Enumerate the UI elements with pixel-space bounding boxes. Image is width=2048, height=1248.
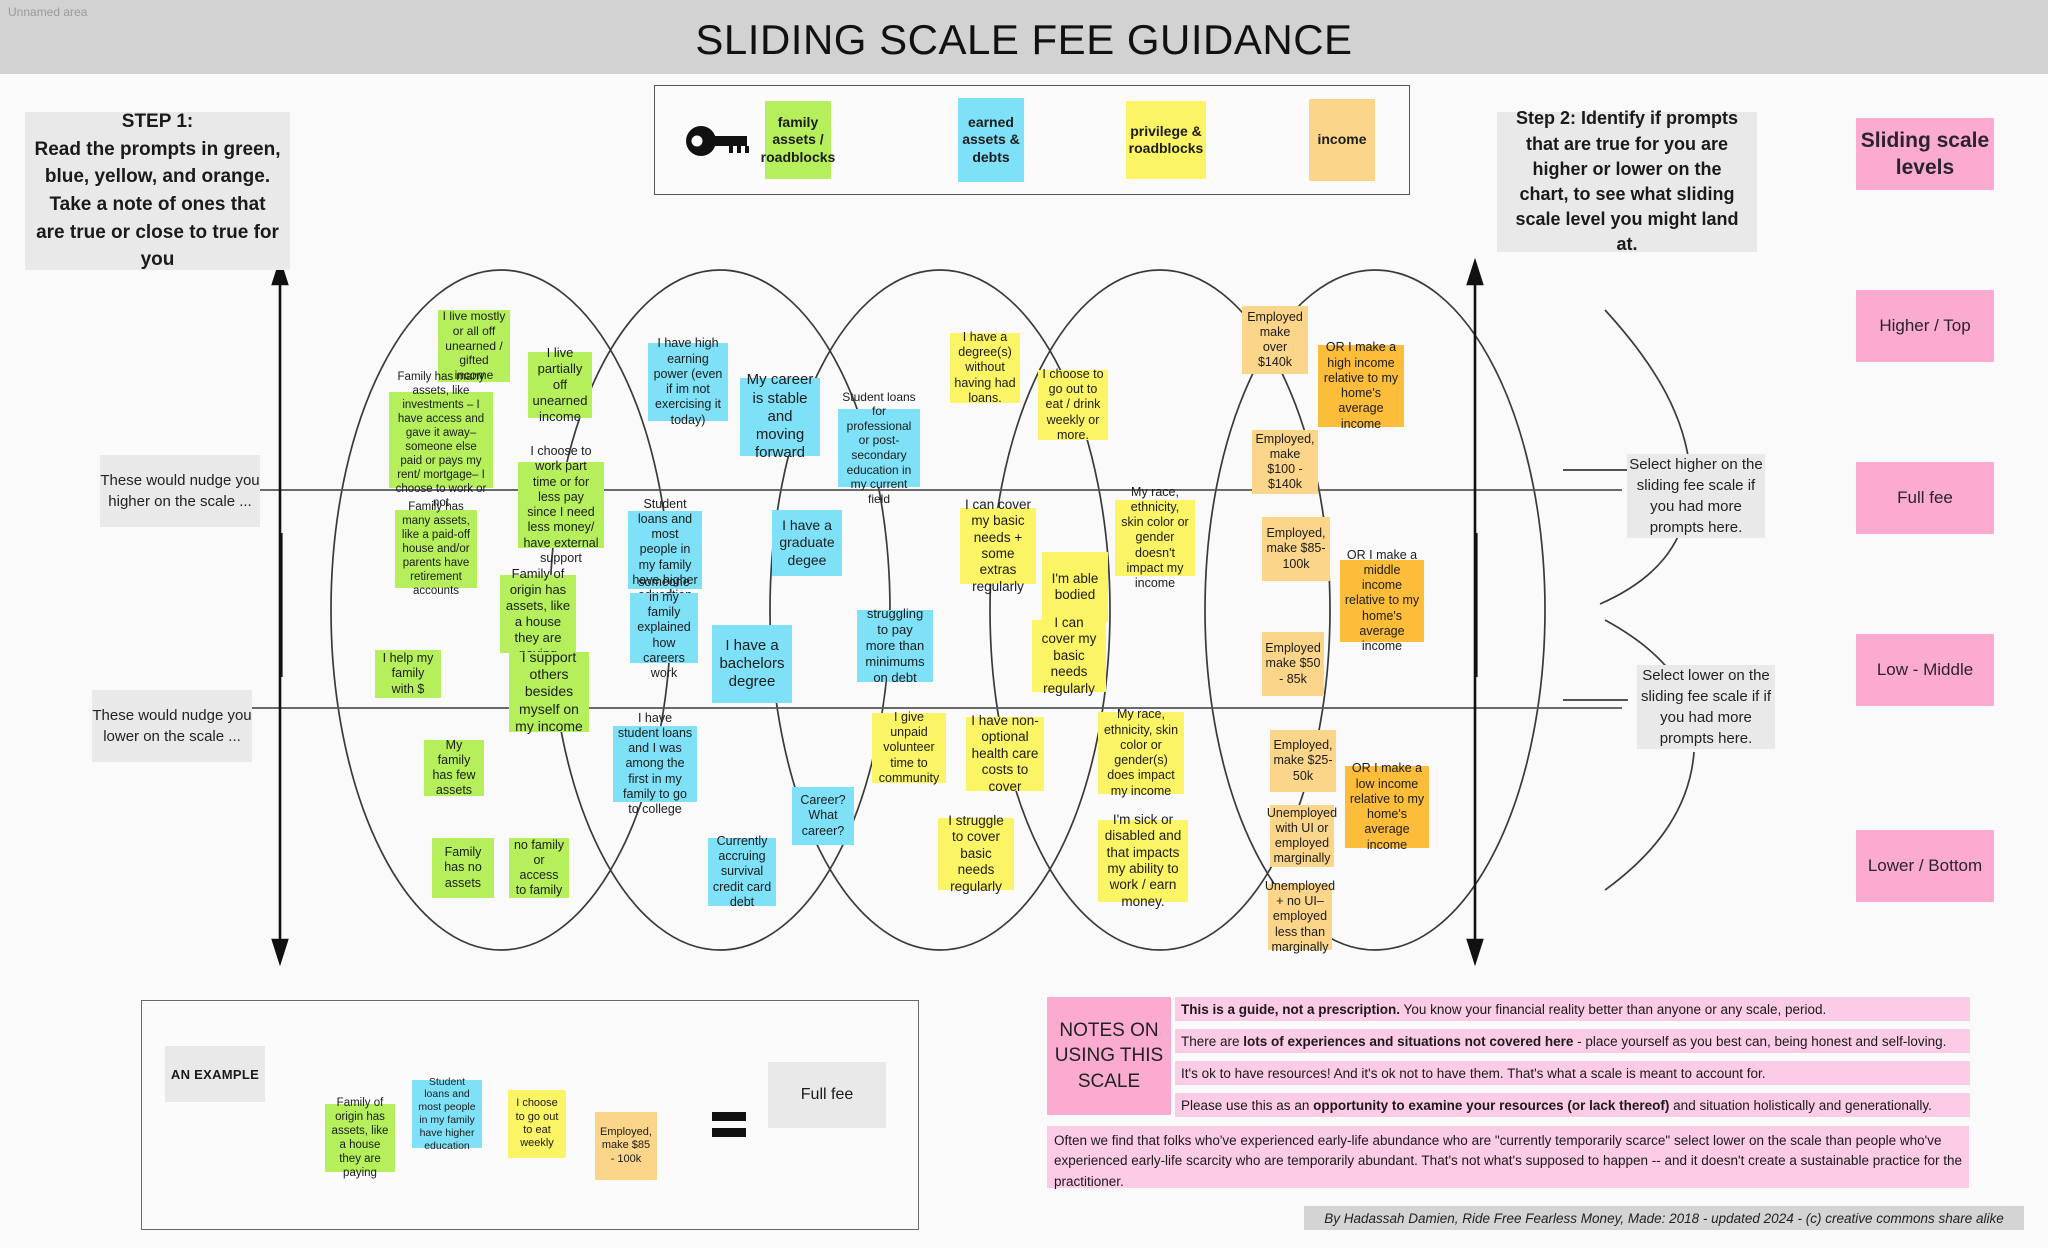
example-note-blue[interactable]: Student loans and most people in my fami… (412, 1076, 482, 1152)
note-row-lead: There are (1181, 1034, 1244, 1049)
sticky-note[interactable]: I live mostly or all off unearned / gift… (438, 309, 510, 382)
note-row-bold: lots of experiences and situations not c… (1243, 1034, 1574, 1049)
nudge-higher-label: These would nudge you higher on the scal… (100, 455, 260, 527)
sticky-note[interactable]: Family has many assets, like investments… (389, 371, 493, 509)
sticky-note[interactable]: I struggle to cover basic needs regularl… (938, 813, 1014, 894)
sticky-note[interactable]: I can cover my basic needs regularly (1032, 615, 1106, 696)
note-row-wide: Often we find that folks who've experien… (1047, 1126, 1969, 1189)
sticky-note[interactable]: I'm able bodied (1042, 552, 1108, 622)
sticky-note[interactable]: I have high earning power (even if im no… (648, 336, 728, 427)
sticky-note[interactable]: struggling to pay more than minimums on … (857, 606, 933, 685)
sticky-note[interactable]: Family has no assets (432, 838, 494, 898)
page-title: SLIDING SCALE FEE GUIDANCE (695, 16, 1353, 63)
note-row-lead: Please use this as an (1181, 1098, 1314, 1113)
sticky-note[interactable]: someone in my family explained how caree… (630, 575, 698, 680)
sticky-note[interactable]: I give unpaid volunteer time to communit… (872, 710, 946, 785)
note-row-rest: - place yourself as you best can, being … (1573, 1034, 1947, 1049)
note-row: It's ok to have resources! And it's ok n… (1175, 1061, 1970, 1085)
credit-line: By Hadassah Damien, Ride Free Fearless M… (1304, 1206, 2024, 1230)
sticky-note[interactable]: Unemployed + no UI– employed less than m… (1264, 878, 1336, 954)
note-row: This is a guide, not a prescription. You… (1175, 997, 1970, 1021)
sticky-note[interactable]: I support others besides myself on my in… (509, 649, 589, 734)
sticky-note[interactable]: I choose to go out to eat / drink weekly… (1038, 367, 1108, 442)
sticky-note[interactable]: I have a bachelors degree (712, 625, 792, 703)
sticky-note[interactable]: I choose to work part time or for less p… (518, 444, 604, 565)
example-label: AN EXAMPLE (165, 1046, 265, 1102)
scale-levels-header: Sliding scale levels (1856, 118, 1994, 190)
sticky-note[interactable]: I live partially off unearned income (528, 345, 592, 424)
note-row-bold: opportunity to examine your resources (o… (1313, 1098, 1670, 1113)
note-row-rest: You know your financial reality better t… (1400, 1002, 1827, 1017)
note-row-rest: It's ok to have resources! And it's ok n… (1181, 1066, 1766, 1081)
sticky-note[interactable]: OR I make a middle income relative to my… (1340, 548, 1424, 653)
top-bar (0, 0, 2048, 74)
notes-panel-label: NOTES ON USING THIS SCALE (1047, 997, 1171, 1115)
sticky-note[interactable]: I have a degree(s) without having had lo… (950, 330, 1020, 405)
sticky-note[interactable]: My family has few assets (424, 738, 484, 797)
sticky-note[interactable]: My race, ethnicity, skin color or gender… (1098, 707, 1184, 798)
example-note-yellow[interactable]: I choose to go out to eat weekly (508, 1090, 566, 1158)
step-1-box: STEP 1: Read the prompts in green, blue,… (25, 111, 290, 270)
area-label: Unnamed area (8, 5, 88, 19)
legend-panel: family assets / roadblocks earned assets… (654, 85, 1410, 195)
sticky-note[interactable]: Employed, make $85-100k (1262, 517, 1330, 581)
scale-level-higher-top: Higher / Top (1856, 290, 1994, 362)
sticky-note[interactable]: Employed, make $100 - $140k (1252, 430, 1318, 494)
legend-item-earned-assets: earned assets & debts (958, 98, 1024, 182)
note-row: There are lots of experiences and situat… (1175, 1029, 1970, 1053)
sticky-note[interactable]: I can cover my basic needs + some extras… (960, 497, 1036, 594)
sticky-note[interactable]: Family has many assets, like a paid-off … (395, 501, 477, 597)
sticky-note[interactable]: I have non-optional health care costs to… (966, 713, 1044, 794)
sticky-note[interactable]: no family or access to family (509, 838, 569, 898)
sticky-note[interactable]: I'm sick or disabled and that impacts my… (1098, 812, 1188, 909)
example-note-orange[interactable]: Employed, make $85 - 100k (595, 1112, 657, 1180)
sticky-note[interactable]: Family of origin has assets, like a hous… (500, 566, 576, 661)
example-note-green[interactable]: Family of origin has assets, like a hous… (325, 1097, 395, 1179)
sticky-note[interactable]: I help my family with $ (375, 650, 441, 698)
sticky-note[interactable]: Employed make over $140k (1242, 306, 1308, 374)
sticky-note[interactable]: I have student loans and I was among the… (613, 711, 697, 816)
scale-level-low-middle: Low - Middle (1856, 634, 1994, 706)
select-higher-label: Select higher on the sliding fee scale i… (1627, 454, 1765, 538)
sticky-note[interactable]: I have a graduate degee (772, 510, 842, 576)
note-row-rest: and situation holistically and generatio… (1669, 1098, 1932, 1113)
legend-item-privilege: privilege & roadblocks (1126, 101, 1206, 179)
sticky-note[interactable]: Currently accruing survival credit card … (708, 834, 776, 909)
key-icon (686, 126, 749, 156)
sticky-note[interactable]: Student loans for professional or post-s… (838, 390, 920, 506)
legend-item-income: income (1309, 99, 1375, 181)
example-result: Full fee (768, 1062, 886, 1128)
sticky-note[interactable]: Student loans and most people in my fami… (628, 497, 702, 602)
sticky-note[interactable]: OR I make a high income relative to my h… (1318, 340, 1404, 431)
sticky-note[interactable]: Unemployed with UI or employed marginall… (1266, 805, 1338, 867)
scale-level-lower-bottom: Lower / Bottom (1856, 830, 1994, 902)
sticky-note[interactable]: Employed make $50 - 85k (1262, 632, 1324, 696)
sticky-note[interactable]: My career is stable and moving forward (740, 371, 820, 461)
step-2-box: Step 2: Identify if prompts that are tru… (1497, 108, 1757, 254)
nudge-lower-label: These would nudge you lower on the scale… (92, 690, 252, 762)
sticky-note[interactable]: OR I make a low income relative to my ho… (1345, 761, 1429, 852)
note-row: Please use this as an opportunity to exa… (1175, 1093, 1970, 1117)
note-row-bold: This is a guide, not a prescription. (1181, 1002, 1401, 1017)
equals-icon (712, 1112, 746, 1138)
select-lower-label: Select lower on the sliding fee scale if… (1637, 665, 1775, 749)
sticky-note[interactable]: Employed, make $25-50k (1270, 730, 1336, 792)
step-1-body: Read the prompts in green, blue, yellow,… (34, 138, 281, 271)
step-1-heading: STEP 1: (121, 111, 194, 133)
scale-level-full-fee: Full fee (1856, 462, 1994, 534)
sticky-note[interactable]: Career? What career? (792, 787, 854, 845)
sticky-note[interactable]: My race, ethnicity, skin color or gender… (1115, 485, 1195, 590)
legend-item-family-assets: family assets / roadblocks (761, 101, 835, 179)
